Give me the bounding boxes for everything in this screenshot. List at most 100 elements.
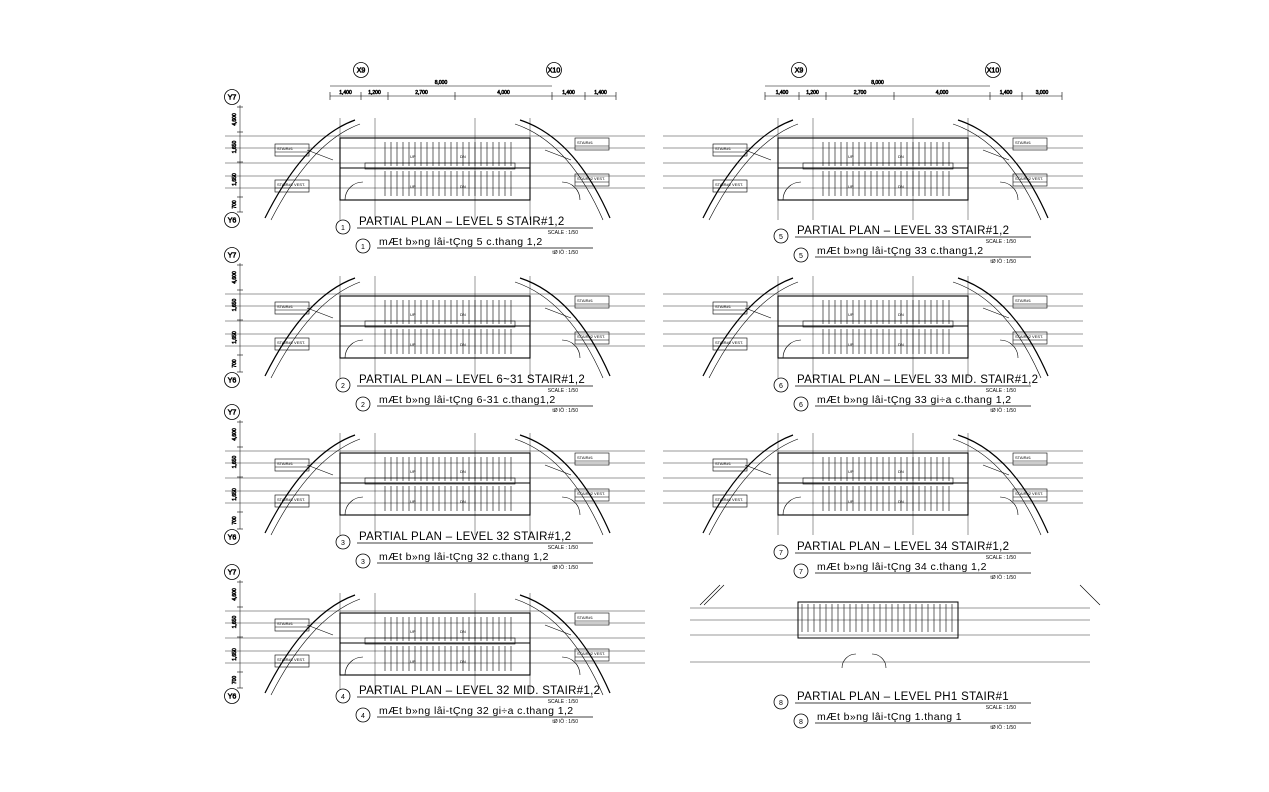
up-label: UP [410, 342, 416, 347]
y-dim-text: 700 [232, 359, 238, 368]
drawing-title-vn: mÆt b»ng lâi-tÇng 5 c.thang 1,2 [379, 236, 543, 248]
drawing-number-vn: 1 [361, 244, 365, 251]
stair-handrail [364, 477, 516, 485]
facade-arc-left-inner [708, 438, 799, 536]
up-label: UP [410, 469, 416, 474]
drawing-title-en: PARTIAL PLAN – LEVEL 5 STAIR#1,2 [359, 216, 565, 228]
dn-label: DN [460, 312, 466, 317]
room-tag-box [574, 331, 610, 345]
grid-bubble-y7: Y7 [224, 247, 240, 263]
hatch-line [982, 464, 1010, 476]
room-tag-box [574, 648, 610, 662]
room-tag-text: STAIR#2 VEST. [715, 182, 743, 187]
grid-bubble-label: X9 [795, 68, 804, 75]
up-label: UP [410, 312, 416, 317]
dn-label: DN [898, 342, 904, 347]
drawing-number-vn: 5 [799, 253, 803, 260]
room-tag-box [574, 173, 610, 187]
drawing-number-bubble [773, 377, 789, 393]
door-swing [561, 339, 581, 359]
stair-handrail [802, 320, 954, 328]
drawing-title-vn: mÆt b»ng lâi-tÇng 6-31 c.thang1,2 [379, 394, 556, 406]
facade-arc-left-inner [270, 123, 361, 221]
room-tag-text: STAIR#1 [577, 298, 594, 303]
drawing-title-en: PARTIAL PLAN – LEVEL 33 MID. STAIR#1,2 [797, 374, 1038, 386]
y-dim-text: 700 [232, 200, 238, 209]
y-dim-text: 1,650 [232, 616, 238, 629]
room-tag-text: STAIR#2 VEST. [715, 340, 743, 345]
drawing-title-vn: mÆt b»ng lâi-tÇng 33 c.thang1,2 [817, 245, 984, 257]
stair-plan-8 [690, 584, 1101, 669]
grid-bubble-y6: Y6 [224, 212, 240, 228]
room-tag-box [274, 143, 310, 157]
y-dim-text: 1,650 [232, 488, 238, 501]
y-dim-text: 1,650 [232, 331, 238, 344]
door-swing [344, 339, 364, 359]
y-dim-text: 1,650 [232, 299, 238, 312]
drawing-scale-vn: tØ lÖ : 1/50 [552, 249, 578, 256]
door-swing [999, 181, 1019, 201]
dn-label: DN [460, 154, 466, 159]
drawing-number-bubble [773, 228, 789, 244]
dim-text: 1,400 [339, 90, 352, 96]
room-tag-box [274, 654, 310, 668]
double-door-swing [841, 653, 887, 669]
room-tag-text: STAIR#1 [715, 461, 732, 466]
dim-text: 3,000 [1036, 90, 1049, 96]
grid-bubble-circle [224, 247, 240, 263]
up-label: UP [410, 499, 416, 504]
dim-text: 2,700 [415, 90, 428, 96]
room-tag-box [712, 179, 748, 193]
room-tag-text: STAIR#2 VEST. [1015, 176, 1043, 181]
grid-bubble-circle [224, 529, 240, 545]
stair-handrail [364, 320, 516, 328]
drawing-number-bubble [335, 377, 351, 393]
dn-label: DN [460, 629, 466, 634]
grid-bubble-label: X9 [357, 68, 366, 75]
drawing-title-en: PARTIAL PLAN – LEVEL 32 STAIR#1,2 [359, 531, 571, 543]
room-tag-box [1012, 331, 1048, 345]
drawing-scale-en: SCALE : 1/50 [548, 545, 579, 551]
hatch-line [306, 307, 334, 319]
grid-bubble-label: Y6 [228, 535, 237, 542]
dn-label: DN [460, 342, 466, 347]
grid-bubble-y6: Y6 [224, 688, 240, 704]
room-tag-text: STAIR#2 VEST. [1015, 491, 1043, 496]
room-tag-box [1012, 173, 1048, 187]
door-swing [344, 656, 364, 676]
grid-bubble-circle [985, 62, 1001, 78]
drawing-scale-vn: tØ lÖ : 1/50 [552, 718, 578, 725]
drawing-title-en: PARTIAL PLAN – LEVEL PH1 STAIR#1 [797, 691, 1009, 703]
grid-bubble-label: Y6 [228, 378, 237, 385]
facade-arc-left [702, 119, 794, 219]
up-label: UP [410, 184, 416, 189]
y-dim-text: 4,600 [232, 428, 238, 441]
door-swing [561, 496, 581, 516]
room-tag-box [274, 301, 310, 315]
facade-arc-right [957, 277, 1049, 377]
room-tag-text: STAIR#2 VEST. [715, 497, 743, 502]
drawing-title-vn: mÆt b»ng lâi-tÇng 33 gi÷a c.thang 1,2 [817, 394, 1012, 406]
dn-label: DN [898, 184, 904, 189]
hatch-line [544, 307, 572, 319]
room-tag-text: STAIR#1 [277, 621, 294, 626]
grid-bubble-y6: Y6 [224, 372, 240, 388]
drawing-title-vn: mÆt b»ng lâi-tÇng 32 c.thang 1,2 [379, 551, 549, 563]
door-swing [782, 181, 802, 201]
drawing-number-bubble-vn [793, 713, 809, 729]
stair-handrail [802, 162, 954, 170]
room-tag-box [274, 618, 310, 632]
drawing-scale-en: SCALE : 1/50 [548, 230, 579, 236]
drawing-number-bubble [773, 544, 789, 560]
room-tag-box [712, 301, 748, 315]
y-dim-text: 4,600 [232, 271, 238, 284]
grid-bubble-x10: X10 [546, 62, 562, 78]
y-dim-text: 4,600 [232, 588, 238, 601]
facade-arc-left-inner [270, 438, 361, 536]
